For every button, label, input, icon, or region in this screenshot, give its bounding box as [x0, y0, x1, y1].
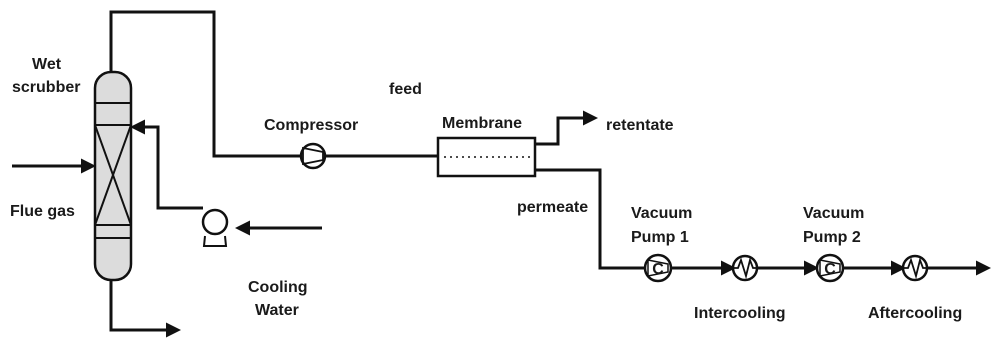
- membrane-label: Membrane: [442, 115, 522, 132]
- vacuum-pump-2-label-1: Vacuum: [803, 205, 864, 222]
- vacuum-pump-1: C: [643, 253, 673, 283]
- intercooling-label: Intercooling: [694, 305, 786, 322]
- aftercooling-label: Aftercooling: [868, 305, 962, 322]
- flue-gas-label: Flue gas: [10, 203, 75, 220]
- compressor: [299, 142, 327, 170]
- vacuum-pump-2-symbol: C: [824, 261, 836, 278]
- aftercooler: [901, 254, 929, 282]
- intercooler: [731, 254, 759, 282]
- vacuum-pump-2: C: [815, 253, 845, 283]
- cooling-water-label-1: Cooling: [248, 279, 308, 296]
- cooling-water-pump: [201, 208, 229, 247]
- membrane-module: [436, 136, 537, 178]
- retentate-label: retentate: [606, 117, 674, 134]
- vacuum-pump-1-label-1: Vacuum: [631, 205, 692, 222]
- wet-scrubber-label-1: Wet: [32, 56, 62, 73]
- vacuum-pump-1-label-2: Pump 1: [631, 229, 689, 246]
- cooling-water-to-scrubber-arrow: [130, 119, 203, 210]
- scrubber-bottom-outlet-arrow: [109, 280, 181, 338]
- wet-scrubber-label-2: scrubber: [12, 79, 80, 96]
- permeate-line: [535, 168, 645, 270]
- wet-scrubber-column: [93, 70, 133, 282]
- vacuum-pump-1-symbol: C: [652, 261, 664, 278]
- compressor-label: Compressor: [264, 117, 358, 134]
- permeate-label: permeate: [517, 199, 588, 216]
- feed-label: feed: [389, 81, 422, 98]
- scrubber-gas-to-compressor-line: [109, 10, 300, 158]
- cooling-water-label-2: Water: [255, 302, 299, 319]
- retentate-arrow: [535, 110, 598, 146]
- vacuum-pump-2-label-2: Pump 2: [803, 229, 861, 246]
- packing-cross-2: [94, 124, 132, 226]
